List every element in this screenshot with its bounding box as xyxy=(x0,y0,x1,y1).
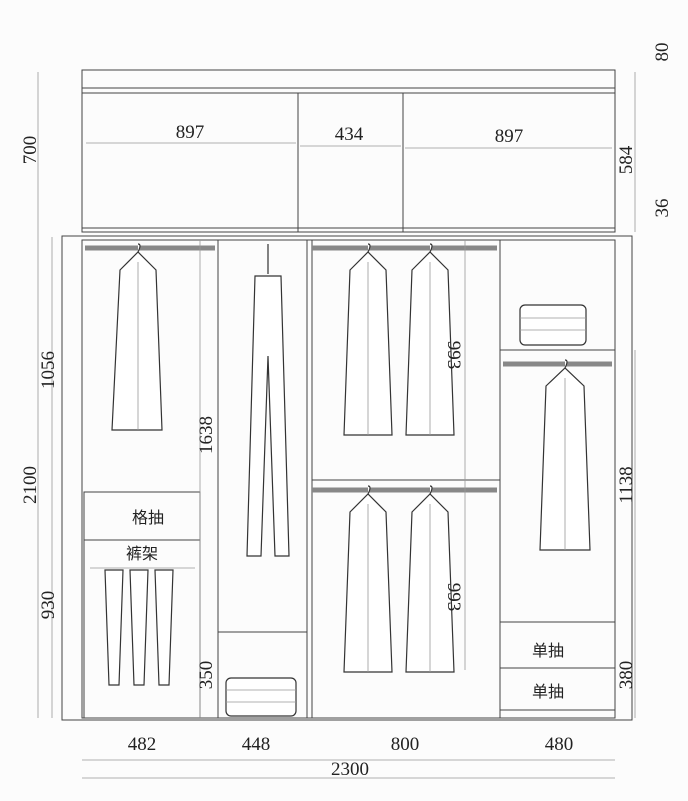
dim-left-lower: 930 xyxy=(38,591,59,620)
dim-w4: 480 xyxy=(545,734,574,755)
label-grid-drawer: 格抽 xyxy=(132,508,164,527)
hanging-trousers-icon xyxy=(104,569,174,686)
coat-icon xyxy=(343,485,393,673)
trousers-icon xyxy=(246,244,290,557)
dim-w1: 482 xyxy=(128,734,157,755)
dim-w3: 800 xyxy=(391,734,420,755)
dim-top-mid-width: 434 xyxy=(335,124,364,145)
label-drawer-1: 单抽 xyxy=(532,641,564,660)
coat-icon xyxy=(111,243,163,431)
coat-icon xyxy=(405,243,455,436)
folded-clothes-icon xyxy=(225,677,297,717)
dim-col3-lower: 993 xyxy=(443,583,464,612)
dim-left-upper: 1056 xyxy=(38,351,59,389)
dim-top-height: 700 xyxy=(20,136,41,165)
folded-clothes-icon xyxy=(519,304,587,346)
coat-icon xyxy=(539,359,591,551)
dim-col4-hang: 1138 xyxy=(616,466,637,503)
clothes xyxy=(104,243,591,717)
dim-top-right-width: 897 xyxy=(495,126,524,147)
dim-top-inner-height: 584 xyxy=(616,145,637,174)
dim-lower-height: 2100 xyxy=(20,466,41,504)
label-drawer-2: 单抽 xyxy=(532,682,564,701)
dim-col3-upper: 993 xyxy=(443,341,464,370)
coat-icon xyxy=(405,485,455,673)
dim-total-width: 2300 xyxy=(331,759,369,780)
dim-top-bottom: 36 xyxy=(652,199,673,218)
dim-top-trim: 80 xyxy=(652,43,673,62)
top-cabinet xyxy=(81,69,616,233)
dim-col2-hang: 1638 xyxy=(196,416,217,454)
dimension-lines xyxy=(37,72,636,779)
label-trouser-rack: 裤架 xyxy=(126,544,158,563)
dim-w2: 448 xyxy=(242,734,271,755)
dim-top-left-width: 897 xyxy=(176,122,205,143)
coat-icon xyxy=(343,243,393,436)
dim-col2-bottom: 350 xyxy=(196,661,217,690)
lower-cabinet xyxy=(61,235,633,721)
dim-col4-drawers: 380 xyxy=(616,661,637,690)
